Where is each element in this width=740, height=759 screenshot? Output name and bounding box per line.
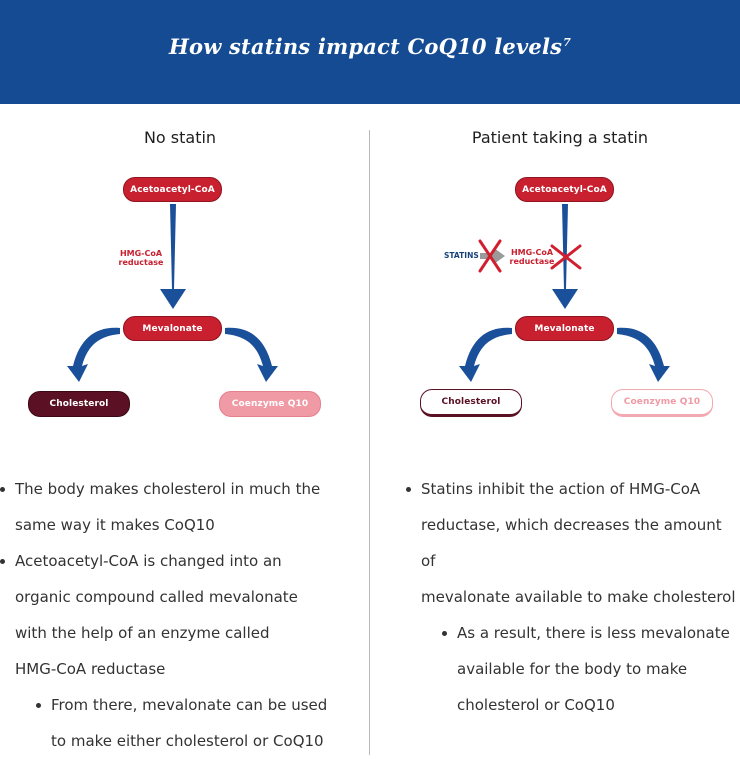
right-coq10-node: Coenzyme Q10: [611, 389, 713, 417]
left-cholesterol-node: Cholesterol: [28, 391, 130, 417]
right-arrow-icon: [480, 248, 505, 264]
left-mevalonate-node: Mevalonate: [123, 316, 222, 341]
curved-arrow-icon: [225, 327, 278, 382]
right-enzyme-line1: HMG-CoA: [510, 248, 554, 257]
statins-label: STATINS: [444, 251, 479, 260]
left-acetoacetyl-coa-node: Acetoacetyl-CoA: [123, 177, 222, 202]
header-banner: How statins impact CoQ10 levels7: [0, 0, 740, 104]
left-coq10-node: Coenzyme Q10: [219, 391, 321, 417]
page-title: How statins impact CoQ10 levels7: [168, 34, 572, 59]
right-column-heading: Patient taking a statin: [471, 128, 649, 147]
right-enzyme-label: HMG-CoA reductase: [505, 248, 559, 266]
column-divider: [369, 130, 370, 755]
x-mark-icon: [550, 244, 582, 270]
left-enzyme-line1: HMG-CoA: [119, 249, 163, 258]
curved-arrow-icon: [459, 327, 512, 382]
curved-arrow-icon: [67, 327, 120, 382]
down-arrow-icon: [160, 204, 186, 309]
left-column-heading: No statin: [143, 128, 217, 147]
x-mark-icon: [478, 239, 502, 273]
right-acetoacetyl-coa-node: Acetoacetyl-CoA: [515, 177, 614, 202]
left-enzyme-label: HMG-CoA reductase: [114, 249, 168, 267]
right-cholesterol-node: Cholesterol: [420, 389, 522, 417]
right-enzyme-line2: reductase: [509, 257, 555, 266]
curved-arrow-icon: [617, 327, 670, 382]
left-enzyme-line2: reductase: [118, 258, 164, 267]
right-mevalonate-node: Mevalonate: [515, 316, 614, 341]
footnote-marker: 7: [563, 36, 572, 49]
